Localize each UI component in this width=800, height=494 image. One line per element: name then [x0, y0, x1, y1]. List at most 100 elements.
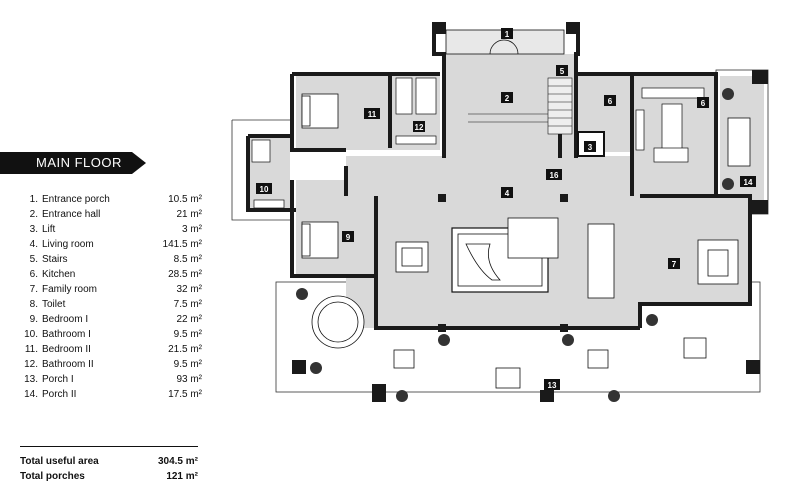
svg-text:13: 13	[548, 381, 557, 390]
room-area: 32 m²	[176, 284, 202, 295]
floor-title-banner: MAIN FLOOR	[0, 152, 146, 174]
total-label: Total porches	[20, 471, 85, 482]
pool-shape	[465, 243, 501, 281]
room-label: 4	[501, 187, 513, 198]
room-row: 8. Toilet 7.5 m²	[16, 297, 202, 312]
room-row: 9. Bedroom I 22 m²	[16, 312, 202, 327]
room-area: 9.5 m²	[173, 329, 202, 340]
svg-text:7: 7	[672, 260, 677, 269]
room-name: Entrance porch	[42, 194, 110, 205]
room-label: 5	[556, 65, 568, 76]
total-row: Total porches 121 m²	[20, 469, 198, 484]
room-number: 11.	[24, 344, 38, 355]
room-area: 28.5 m²	[168, 269, 202, 280]
svg-text:3: 3	[588, 143, 593, 152]
room-area: 7.5 m²	[173, 299, 202, 310]
room-label: 1	[501, 28, 513, 39]
front-door-swing	[489, 39, 519, 55]
svg-text:1: 1	[505, 30, 510, 39]
room-name: Bathroom II	[42, 359, 94, 370]
plant-icons	[296, 88, 734, 402]
terrace-furniture	[311, 295, 707, 389]
room-number: 8.	[29, 299, 38, 310]
room-row: 7. Family room 32 m²	[16, 282, 202, 297]
svg-text:9: 9	[346, 233, 351, 242]
room-area: 21.5 m²	[168, 344, 202, 355]
room-name: Kitchen	[42, 269, 76, 280]
room-label: 6	[604, 95, 616, 106]
room-number: 12.	[24, 359, 38, 370]
room-name: Family room	[42, 284, 98, 295]
room-name: Porch I	[42, 374, 74, 385]
svg-text:11: 11	[368, 110, 377, 119]
room-label: 3	[584, 141, 596, 152]
room-area: 21 m²	[176, 209, 202, 220]
room-labels: 1 2 3 4 5 6 6 7 12 9 10 11 13 14 16	[256, 28, 756, 390]
room-number: 5.	[29, 254, 38, 265]
porch-dining-table	[727, 117, 751, 167]
room-name: Stairs	[42, 254, 68, 265]
room-name: Living room	[42, 239, 94, 250]
total-area: 304.5 m²	[157, 456, 198, 467]
room-number: 14.	[24, 389, 38, 400]
room-number: 7.	[29, 284, 38, 295]
room-number: 1.	[29, 194, 38, 205]
room-number: 9.	[29, 314, 38, 325]
room-area: 93 m²	[176, 374, 202, 385]
room-area: 3 m²	[182, 224, 202, 235]
room-label: 6	[697, 97, 709, 108]
room-label: 11	[364, 108, 380, 119]
room-area: 8.5 m²	[173, 254, 202, 265]
room-label: 7	[668, 258, 680, 269]
room-area: 10.5 m²	[168, 194, 202, 205]
room-name: Bedroom I	[42, 314, 89, 325]
svg-text:6: 6	[608, 97, 613, 106]
room-number: 3.	[29, 224, 38, 235]
room-number: 10.	[24, 329, 38, 340]
svg-text:4: 4	[505, 189, 510, 198]
bathroom-fixtures	[251, 77, 437, 209]
room-name: Toilet	[42, 299, 66, 310]
svg-text:12: 12	[415, 123, 424, 132]
room-label: 13	[544, 379, 560, 390]
kitchen-furniture	[635, 87, 705, 163]
room-area: 141.5 m²	[162, 239, 202, 250]
room-label: 9	[342, 231, 354, 242]
svg-text:5: 5	[560, 67, 565, 76]
room-row: 5. Stairs 8.5 m²	[16, 252, 202, 267]
room-label: 10	[256, 183, 272, 194]
svg-text:6: 6	[701, 99, 706, 108]
living-furniture	[395, 217, 739, 299]
room-name: Lift	[42, 224, 56, 235]
room-row: 4. Living room 141.5 m²	[16, 237, 202, 252]
floor-title: MAIN FLOOR	[36, 155, 122, 170]
room-row: 1. Entrance porch 10.5 m²	[16, 192, 202, 207]
room-area: 22 m²	[176, 314, 202, 325]
room-label: 16	[546, 169, 562, 180]
room-row: 13. Porch I 93 m²	[16, 372, 202, 387]
room-row: 11. Bedroom II 21.5 m²	[16, 342, 202, 357]
columns	[292, 22, 768, 402]
room-row: 12. Bathroom II 9.5 m²	[16, 357, 202, 372]
room-area: 9.5 m²	[173, 359, 202, 370]
svg-text:10: 10	[260, 185, 269, 194]
svg-text:14: 14	[744, 178, 753, 187]
room-row: 3. Lift 3 m²	[16, 222, 202, 237]
room-number: 13.	[24, 374, 38, 385]
staircase	[468, 77, 573, 135]
room-number: 4.	[29, 239, 38, 250]
room-area: 17.5 m²	[168, 389, 202, 400]
room-name: Bedroom II	[42, 344, 91, 355]
total-area: 121 m²	[166, 471, 198, 482]
room-label: 2	[501, 92, 513, 103]
bedroom-furniture	[301, 93, 339, 259]
property-line	[231, 119, 290, 221]
room-label: 14	[740, 176, 756, 187]
